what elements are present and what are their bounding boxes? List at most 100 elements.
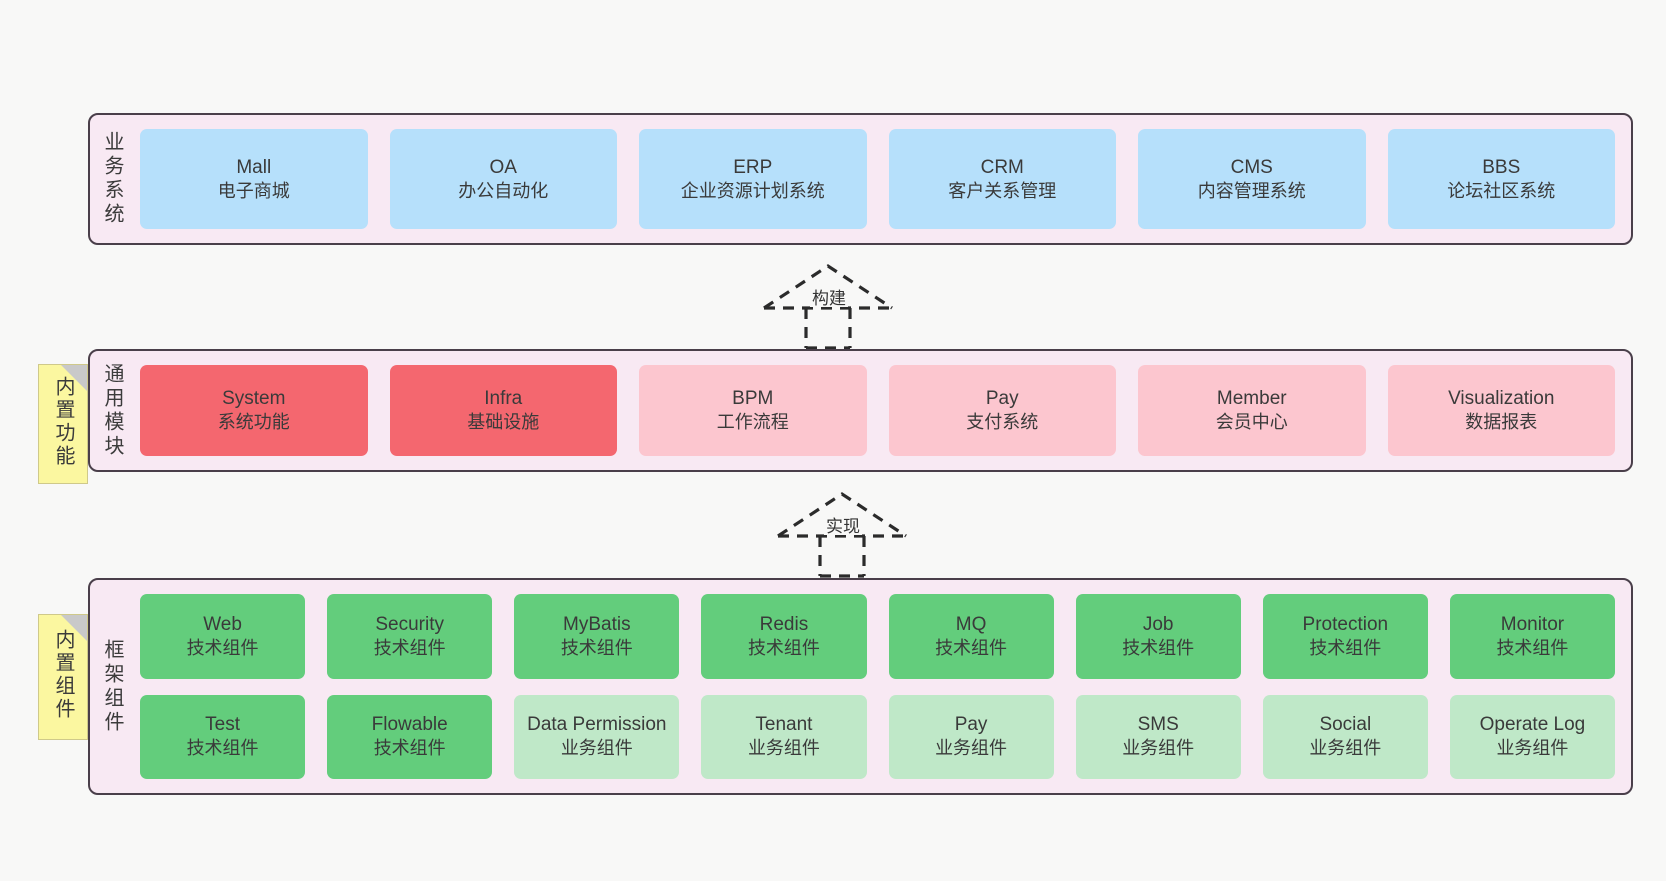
card-subtitle: 业务组件 xyxy=(1122,738,1195,759)
card-row: System 系统功能 Infra 基础设施 BPM 工作流程 Pay 支付系统… xyxy=(140,365,1615,456)
card-title: Tenant xyxy=(755,714,813,736)
folded-corner-icon xyxy=(61,615,87,641)
card-oa[interactable]: OA 办公自动化 xyxy=(389,129,617,229)
card-title: Test xyxy=(205,714,240,736)
card-subtitle: 技术组件 xyxy=(1496,637,1569,658)
card-title: CMS xyxy=(1230,156,1273,178)
card-title: BBS xyxy=(1482,156,1521,178)
card-infra[interactable]: Infra 基础设施 xyxy=(389,365,617,456)
card-monitor[interactable]: Monitor 技术组件 xyxy=(1449,594,1615,679)
card-flowable[interactable]: Flowable 技术组件 xyxy=(327,694,493,779)
card-title: SMS xyxy=(1137,714,1179,736)
card-title: Operate Log xyxy=(1479,714,1586,736)
card-subtitle: 企业资源计划系统 xyxy=(680,180,825,201)
card-mq[interactable]: MQ 技术组件 xyxy=(888,594,1054,679)
card-title: ERP xyxy=(733,156,773,178)
card-subtitle: 技术组件 xyxy=(373,738,446,759)
card-web[interactable]: Web 技术组件 xyxy=(140,594,306,679)
arrow-implement-label: 实现 xyxy=(824,517,862,536)
card-pay-business[interactable]: Pay 业务组件 xyxy=(888,694,1054,779)
card-subtitle: 业务组件 xyxy=(1496,738,1569,759)
card-title: Data Permission xyxy=(527,714,667,736)
card-subtitle: 业务组件 xyxy=(1309,738,1382,759)
card-crm[interactable]: CRM 客户关系管理 xyxy=(888,129,1116,229)
card-social[interactable]: Social 业务组件 xyxy=(1262,694,1428,779)
card-title: Pay xyxy=(985,388,1019,410)
card-row: Web 技术组件 Security 技术组件 MyBatis 技术组件 Redi… xyxy=(140,594,1615,679)
layer-body-business-system: Mall 电子商城 OA 办公自动化 ERP 企业资源计划系统 CRM 客户关系… xyxy=(134,115,1631,243)
note-label: 内置功能 xyxy=(52,376,74,468)
card-sms[interactable]: SMS 业务组件 xyxy=(1075,694,1241,779)
card-visualization[interactable]: Visualization 数据报表 xyxy=(1387,365,1615,456)
card-pay[interactable]: Pay 支付系统 xyxy=(888,365,1116,456)
card-test[interactable]: Test 技术组件 xyxy=(140,694,306,779)
layer-framework-component[interactable]: 框架组件 Web 技术组件 Security 技术组件 MyBatis 技术组件… xyxy=(88,578,1633,795)
card-subtitle: 会员中心 xyxy=(1215,412,1288,433)
card-subtitle: 技术组件 xyxy=(935,637,1008,658)
note-label: 内置组件 xyxy=(52,629,74,721)
card-system[interactable]: System 系统功能 xyxy=(140,365,368,456)
card-subtitle: 业务组件 xyxy=(560,738,633,759)
card-title: MQ xyxy=(955,613,987,635)
card-bbs[interactable]: BBS 论坛社区系统 xyxy=(1387,129,1615,229)
card-cms[interactable]: CMS 内容管理系统 xyxy=(1138,129,1366,229)
layer-body-common-module: System 系统功能 Infra 基础设施 BPM 工作流程 Pay 支付系统… xyxy=(134,351,1631,470)
card-subtitle: 工作流程 xyxy=(716,412,789,433)
card-protection[interactable]: Protection 技术组件 xyxy=(1262,594,1428,679)
card-title: Security xyxy=(375,613,444,635)
card-subtitle: 论坛社区系统 xyxy=(1447,180,1556,201)
card-title: Visualization xyxy=(1448,388,1555,410)
card-data-permission[interactable]: Data Permission 业务组件 xyxy=(514,694,680,779)
card-member[interactable]: Member 会员中心 xyxy=(1138,365,1366,456)
card-subtitle: 技术组件 xyxy=(186,738,259,759)
card-subtitle: 系统功能 xyxy=(217,412,290,433)
card-title: Monitor xyxy=(1500,613,1565,635)
layer-common-module[interactable]: 通用模块 System 系统功能 Infra 基础设施 BPM 工作流程 Pay… xyxy=(88,349,1633,472)
card-subtitle: 技术组件 xyxy=(560,637,633,658)
card-title: Infra xyxy=(484,388,523,410)
layer-title-business-system: 业务系统 xyxy=(101,131,123,227)
card-subtitle: 办公自动化 xyxy=(458,180,549,201)
card-subtitle: 客户关系管理 xyxy=(948,180,1057,201)
card-erp[interactable]: ERP 企业资源计划系统 xyxy=(639,129,867,229)
layer-title-common-module: 通用模块 xyxy=(101,362,123,459)
card-subtitle: 技术组件 xyxy=(1309,637,1382,658)
card-mybatis[interactable]: MyBatis 技术组件 xyxy=(514,594,680,679)
card-subtitle: 支付系统 xyxy=(966,412,1039,433)
card-redis[interactable]: Redis 技术组件 xyxy=(701,594,867,679)
card-title: Mall xyxy=(236,156,272,178)
card-subtitle: 数据报表 xyxy=(1465,412,1538,433)
card-job[interactable]: Job 技术组件 xyxy=(1075,594,1241,679)
layer-title-framework-component: 框架组件 xyxy=(101,638,123,735)
card-title: CRM xyxy=(980,156,1024,178)
card-title: System xyxy=(222,388,286,410)
arrow-implement: 实现 xyxy=(774,490,924,578)
card-subtitle: 基础设施 xyxy=(467,412,540,433)
card-tenant[interactable]: Tenant 业务组件 xyxy=(701,694,867,779)
layer-body-framework-component: Web 技术组件 Security 技术组件 MyBatis 技术组件 Redi… xyxy=(134,580,1631,793)
card-subtitle: 技术组件 xyxy=(1122,637,1195,658)
card-subtitle: 业务组件 xyxy=(747,738,820,759)
card-bpm[interactable]: BPM 工作流程 xyxy=(639,365,867,456)
arrow-build: 构建 xyxy=(760,262,910,350)
card-title: OA xyxy=(489,156,517,178)
card-title: Member xyxy=(1216,388,1287,410)
note-builtin-function[interactable]: 内置功能 xyxy=(38,364,88,484)
card-security[interactable]: Security 技术组件 xyxy=(327,594,493,679)
note-builtin-component[interactable]: 内置组件 xyxy=(38,614,88,740)
card-title: BPM xyxy=(732,388,774,410)
card-operate-log[interactable]: Operate Log 业务组件 xyxy=(1449,694,1615,779)
card-title: Protection xyxy=(1302,613,1389,635)
card-mall[interactable]: Mall 电子商城 xyxy=(140,129,368,229)
card-subtitle: 技术组件 xyxy=(747,637,820,658)
folded-corner-icon xyxy=(61,365,87,391)
card-row: Mall 电子商城 OA 办公自动化 ERP 企业资源计划系统 CRM 客户关系… xyxy=(140,129,1615,229)
card-subtitle: 技术组件 xyxy=(373,637,446,658)
card-subtitle: 技术组件 xyxy=(186,637,259,658)
card-title: Pay xyxy=(954,714,988,736)
card-title: Web xyxy=(203,613,242,635)
layer-business-system[interactable]: 业务系统 Mall 电子商城 OA 办公自动化 ERP 企业资源计划系统 CRM… xyxy=(88,113,1633,245)
card-title: Flowable xyxy=(371,714,448,736)
card-subtitle: 业务组件 xyxy=(935,738,1008,759)
